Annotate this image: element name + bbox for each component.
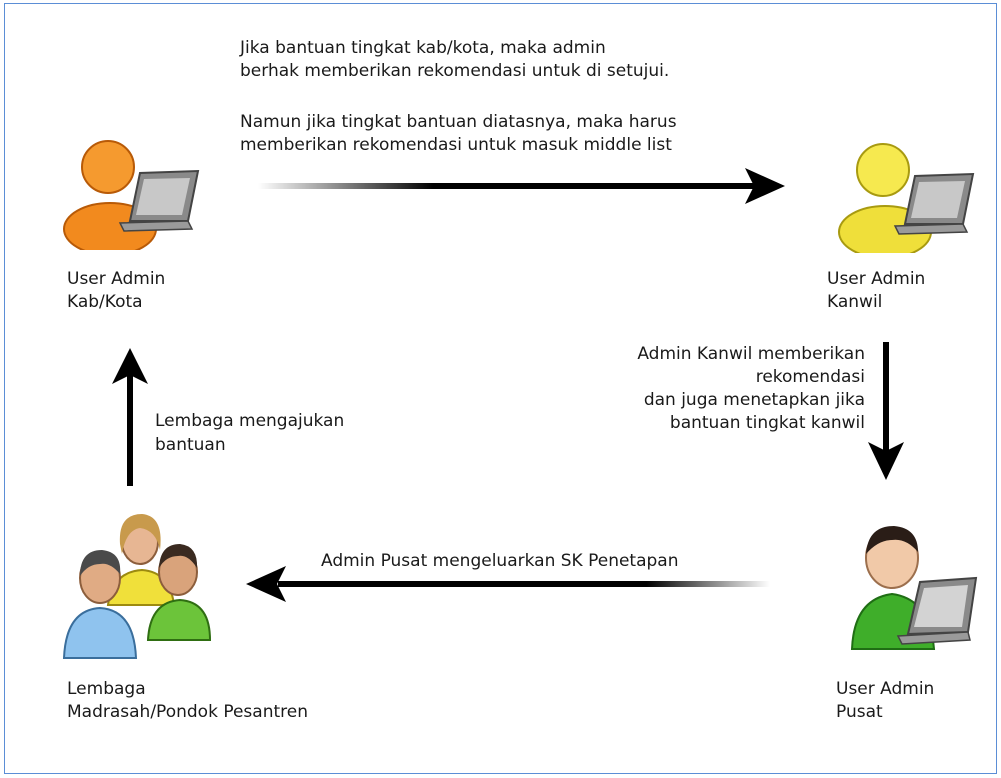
diagram-frame xyxy=(4,3,997,774)
top-note-line-3: Namun jika tingkat bantuan diatasnya, ma… xyxy=(240,112,677,132)
top-note-line-2: berhak memberikan rekomendasi untuk di s… xyxy=(240,61,670,81)
right-note-line-4: bantuan tingkat kanwil xyxy=(669,413,865,433)
actor-pusat-label-1: User Admin xyxy=(836,679,935,699)
left-note-line-1: Lembaga mengajukan xyxy=(155,411,345,431)
group-users-icon xyxy=(62,514,212,659)
right-note-line-2: rekomendasi xyxy=(755,367,865,387)
arrow-lembaga-to-kabkota xyxy=(112,348,148,486)
actor-lembaga-label-2: Madrasah/Pondok Pesantren xyxy=(67,702,308,722)
top-note-line-1: Jika bantuan tingkat kab/kota, maka admi… xyxy=(240,38,606,58)
arrow-kabkota-to-kanwil xyxy=(258,168,785,204)
actor-lembaga-label-1: Lembaga xyxy=(67,679,146,699)
bottom-note: Admin Pusat mengeluarkan SK Penetapan xyxy=(321,551,679,571)
right-note-line-1: Admin Kanwil memberikan xyxy=(637,344,865,364)
actor-pusat-label-2: Pusat xyxy=(836,702,883,722)
left-note-line-2: bantuan xyxy=(155,435,226,455)
admin-user-laptop-icon xyxy=(63,140,200,250)
actor-kanwil-label-2: Kanwil xyxy=(827,292,883,312)
actor-kanwil-label-1: User Admin xyxy=(827,269,926,289)
arrow-pusat-to-lembaga xyxy=(246,566,770,602)
top-note-line-4: memberikan rekomendasi untuk masuk middl… xyxy=(240,135,672,155)
actor-kabkota-label-2: Kab/Kota xyxy=(67,292,143,312)
right-note-line-3: dan juga menetapkan jika xyxy=(643,390,865,410)
arrow-kanwil-to-pusat xyxy=(868,342,904,480)
actor-kabkota-label-1: User Admin xyxy=(67,269,166,289)
admin-user-laptop-icon xyxy=(850,526,978,650)
admin-user-laptop-icon xyxy=(838,143,975,253)
